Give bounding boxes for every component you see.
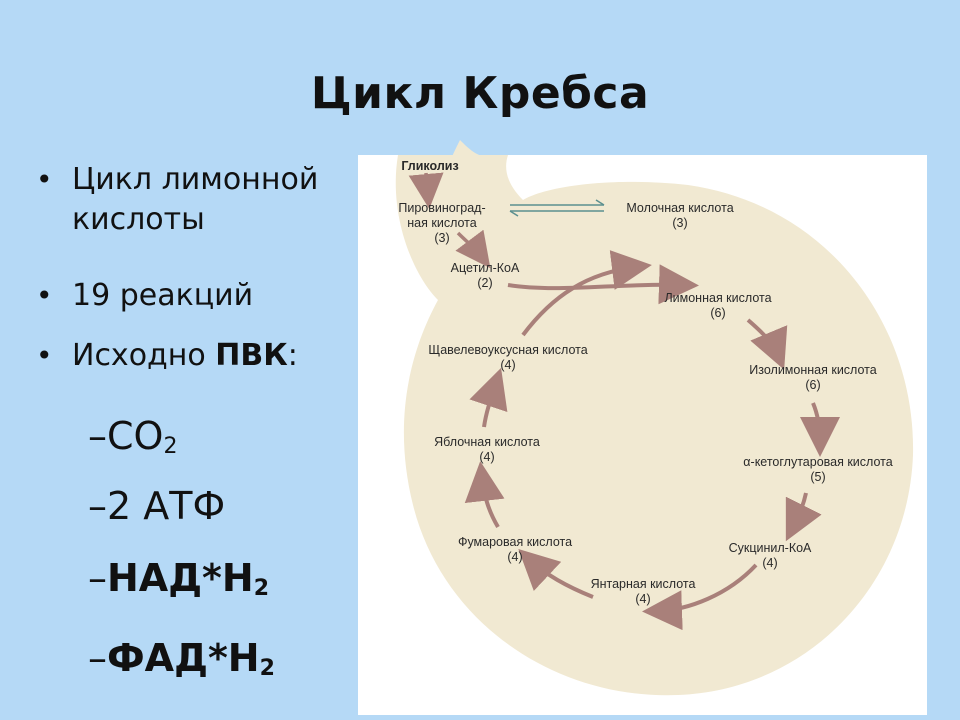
product-nadh2: –НАД*Н2 — [88, 556, 270, 601]
bullet-dot: • — [36, 163, 53, 196]
arrow-fumarate-malate — [464, 461, 505, 529]
label-alpha-ketoglutarate: α-кетоглутаровая кислота (5) — [743, 455, 893, 484]
product-fadh2: –ФАД*Н2 — [88, 636, 275, 681]
arrow-glycolysis-pyruvate — [408, 172, 444, 209]
label-fumarate: Фумаровая кислота (4) — [457, 535, 573, 564]
arrow-acetylcoa-citrate — [507, 264, 699, 305]
bullet-colon: : — [287, 338, 298, 373]
label-glycolysis: Гликолиз — [401, 159, 459, 173]
bullet-dot: • — [36, 339, 53, 372]
arrow-isocitrate-ketoglutarate — [799, 402, 840, 457]
bullet-text: Цикл лимонной — [72, 162, 319, 197]
label-succinyl-coa: Сукцинил-КоА (4) — [728, 541, 812, 570]
label-pyruvate: Пировиноград- ная кислота (3) — [398, 201, 486, 245]
bullet-text-cont: кислоты — [72, 202, 205, 237]
arrow-succinate-fumarate — [518, 549, 594, 599]
krebs-cycle-diagram: Гликолиз Пировиноград- ная кислота (3) М… — [358, 155, 927, 715]
pvk-label: ПВК — [215, 338, 288, 373]
label-isocitrate: Изолимонная кислота (6) — [749, 363, 877, 392]
label-succinate: Янтарная кислота (4) — [590, 577, 696, 606]
arrow-pyruvate-acetylcoa — [455, 229, 491, 269]
double-arrow-pyruvate-lactate — [509, 199, 605, 217]
arrow-oxaloacetate-citrate — [521, 250, 652, 337]
arrow-malate-oxaloacetate — [469, 367, 508, 428]
bullet-text: 19 реакций — [72, 278, 254, 313]
slide-title: Цикл Кребса — [310, 68, 650, 119]
arrow-succinylcoa-succinate — [642, 563, 758, 631]
product-co2: –CO2 — [88, 414, 178, 459]
label-lactate: Молочная кислота (3) — [626, 201, 734, 230]
bullet-dot: • — [36, 279, 53, 312]
product-atp: –2 АТФ — [88, 484, 226, 528]
arrow-citrate-isocitrate — [746, 318, 788, 370]
bullet-text: Исходно — [72, 338, 216, 373]
diagram-graphics — [395, 155, 914, 696]
label-oxaloacetate: Щавелевоуксусная кислота (4) — [428, 343, 588, 372]
label-acetyl-coa: Ацетил-КоА (2) — [450, 261, 520, 290]
label-malate: Яблочная кислота (4) — [434, 435, 540, 464]
label-citrate: Лимонная кислота (6) — [664, 291, 772, 320]
arrow-ketoglutarate-succinylcoa — [785, 492, 822, 542]
